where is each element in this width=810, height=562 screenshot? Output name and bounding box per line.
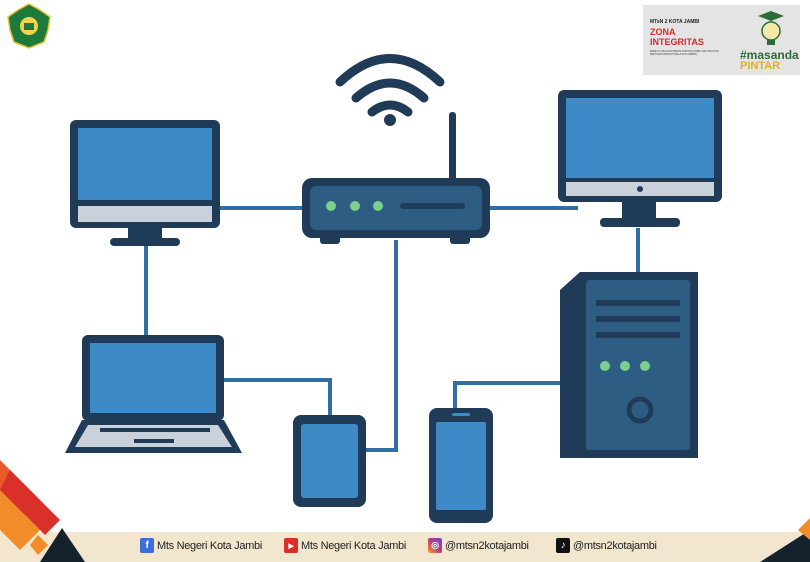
link-router-tablet [366,240,398,452]
footer-decoration [0,460,810,562]
banner-school: MTsN 2 KOTA JAMBI [650,19,700,25]
link-phone-tower [453,381,560,408]
youtube-icon: ▶ [284,538,298,553]
wifi-icon [335,54,445,126]
instagram-icon: ◎ [428,538,442,553]
school-logo [7,3,51,49]
social-label: @mtsn2kotajambi [445,539,529,552]
facebook-icon: f [140,538,154,553]
social-label: Mts Negeri Kota Jambi [157,539,262,552]
banner-hashtag-pintar: PINTAR [740,60,781,72]
tablet-icon [293,415,366,507]
social-tiktok[interactable]: ♪ @mtsn2kotajambi [556,538,657,553]
social-youtube[interactable]: ▶ Mts Negeri Kota Jambi [284,538,406,553]
link-laptop-tablet [224,378,332,415]
zona-integritas-banner: MTsN 2 KOTA JAMBI ZONA INTEGRITAS MENUJU… [643,5,800,75]
router-icon [302,112,490,244]
social-label: @mtsn2kotajambi [573,539,657,552]
banner-zona: ZONA INTEGRITAS [650,27,704,47]
social-instagram[interactable]: ◎ @mtsn2kotajambi [428,538,529,553]
banner-subtitle: MENUJU WILAYAH BEBAS KORUPSI (WBK) DAN W… [650,50,719,56]
lightbulb-icon [758,11,784,45]
network-links [144,206,640,452]
social-label: Mts Negeri Kota Jambi [301,539,406,552]
server-tower-icon [560,272,698,458]
desktop-monitor-right-icon [558,90,722,227]
banner-hashtag: #masanda [740,48,799,62]
laptop-icon [65,335,242,453]
social-facebook[interactable]: f Mts Negeri Kota Jambi [140,538,262,553]
desktop-monitor-left-icon [70,120,220,246]
tiktok-icon: ♪ [556,538,570,553]
smartphone-icon [429,408,493,523]
